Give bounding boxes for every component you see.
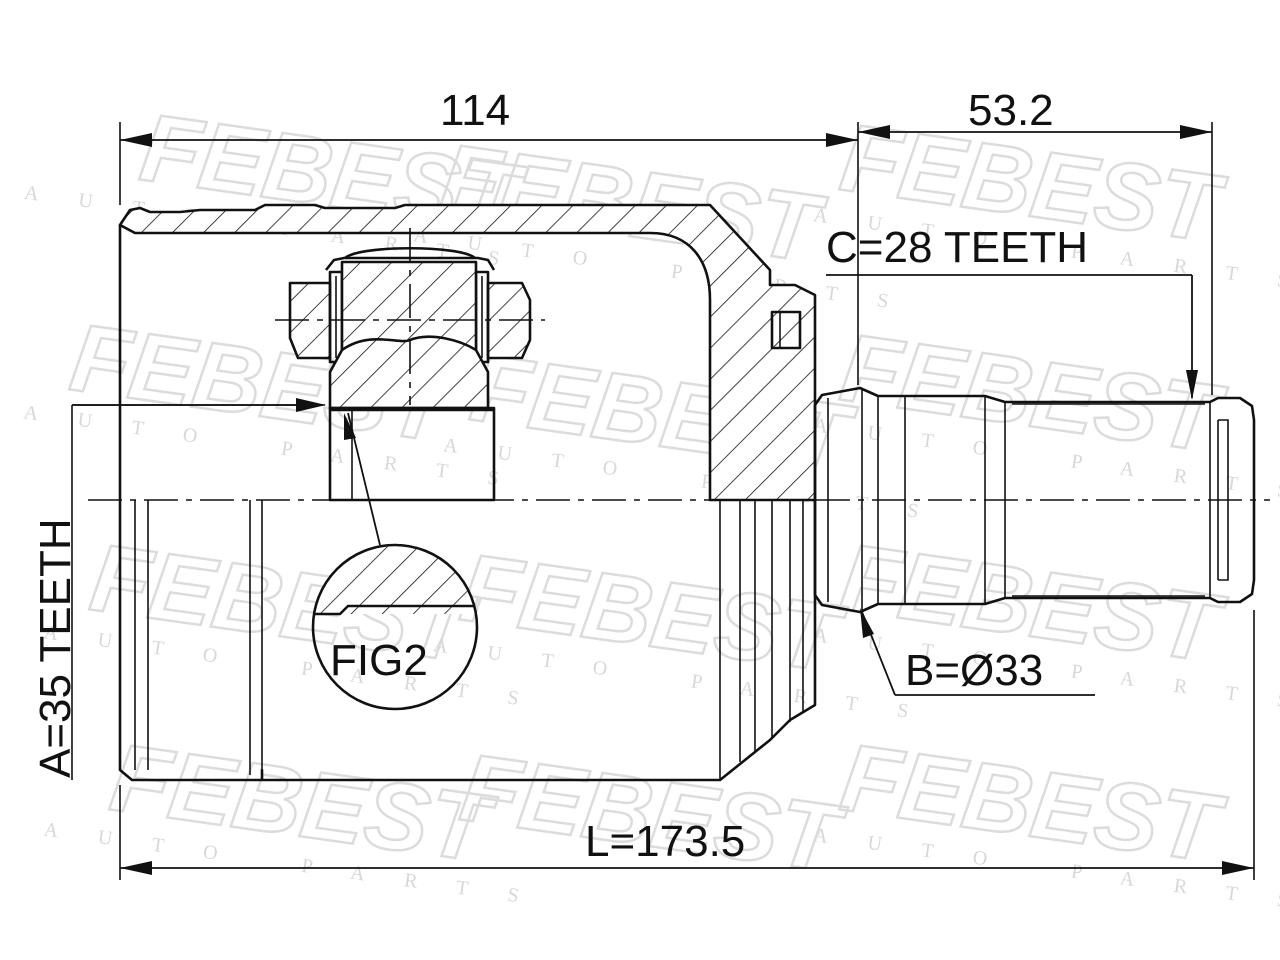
fig2-label: FIG2 bbox=[330, 636, 428, 685]
dimension-53-2: 53.2 bbox=[968, 86, 1054, 135]
dimension-total-length: L=173.5 bbox=[585, 817, 745, 866]
watermark-brand: FEBEST bbox=[455, 734, 852, 894]
dimension-seal-diameter: B=Ø33 bbox=[905, 646, 1043, 695]
tripod-assembly bbox=[275, 228, 545, 502]
housing-outline bbox=[118, 500, 817, 782]
dimension-114: 114 bbox=[440, 86, 510, 135]
dimensions: 114 53.2 C=28 TEETH A=35 TEETH B=Ø33 L=1… bbox=[31, 86, 1255, 880]
dimension-inner-spline: A=35 TEETH bbox=[31, 518, 80, 778]
dimension-outer-spline: C=28 TEETH bbox=[826, 223, 1088, 272]
